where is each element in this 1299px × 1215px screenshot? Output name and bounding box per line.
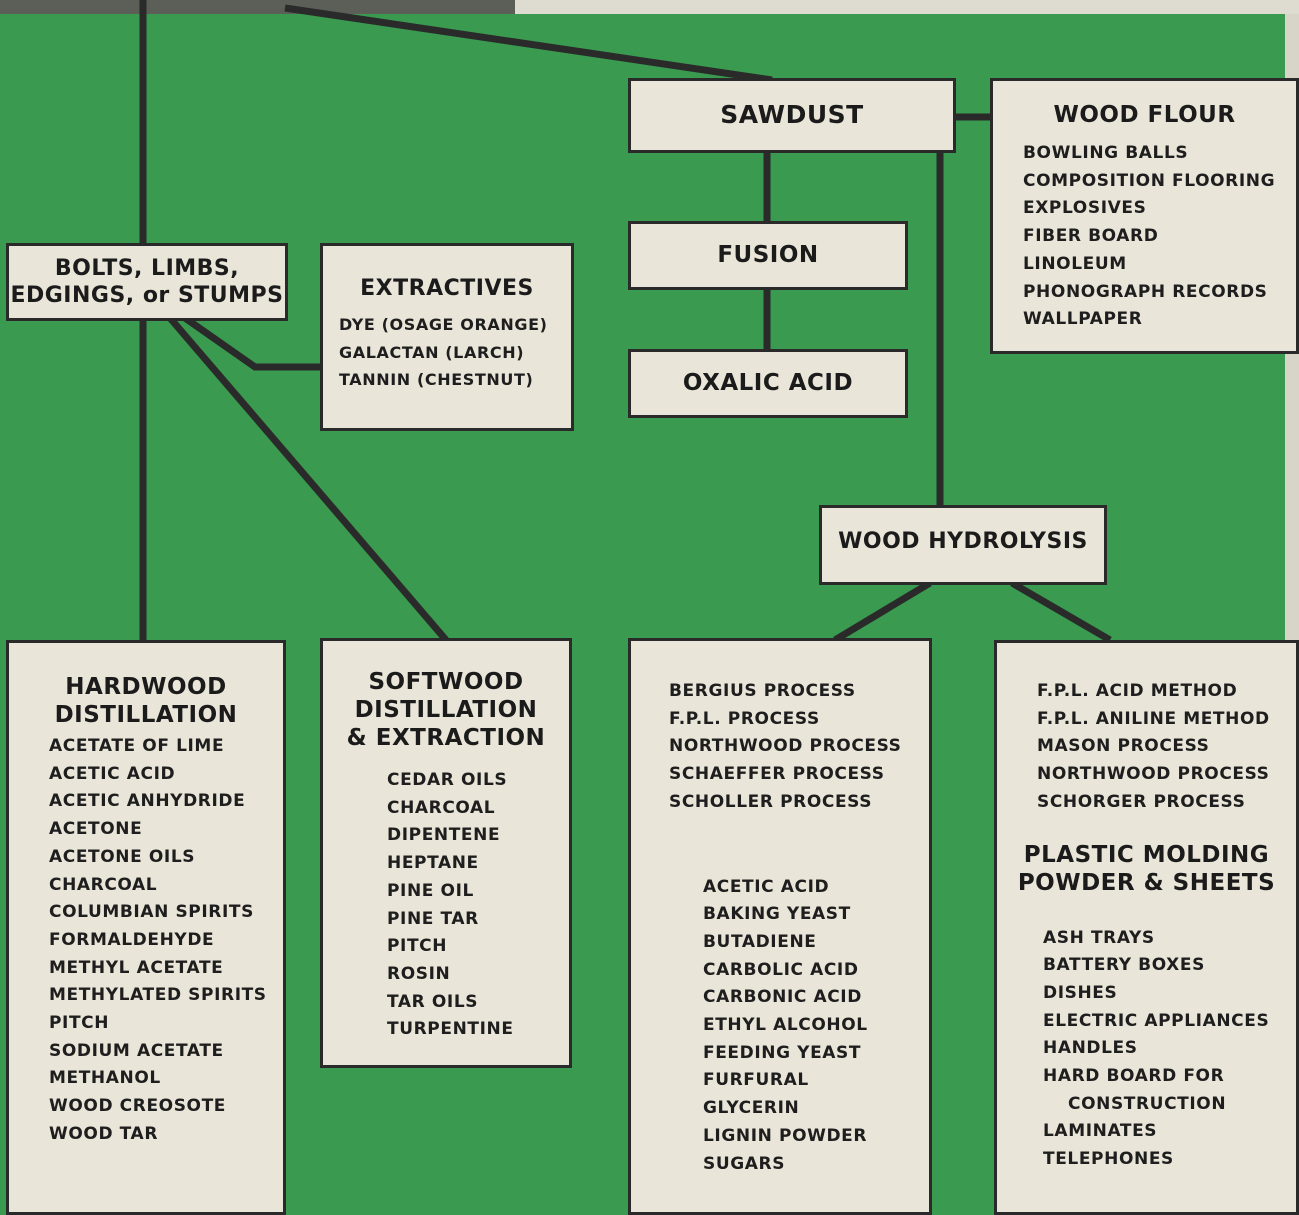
hydrolysis-right-box: F.P.L. ACID METHOD F.P.L. ANILINE METHOD… [994,640,1299,1215]
list-item: GLYCERIN [703,1098,800,1119]
list-item: HANDLES [1043,1038,1138,1059]
list-item: LINOLEUM [1023,253,1127,274]
list-item: METHYLATED SPIRITS [49,985,267,1006]
list-item: PITCH [387,936,448,957]
list-item: TANNIN (CHESTNUT) [339,370,534,390]
hardwood-distillation-box: HARDWOOD DISTILLATION ACETATE OF LIME AC… [6,640,286,1215]
list-item: METHYL ACETATE [49,957,224,978]
fusion-box: FUSION [628,221,908,290]
list-item: FURFURAL [703,1070,809,1091]
list-item: HARD BOARD FOR [1043,1066,1225,1087]
list-item: CHARCOAL [49,874,158,895]
list-item: WALLPAPER [1023,309,1143,330]
list-item: WOOD CREOSOTE [49,1096,227,1117]
list-item: EXPLOSIVES [1023,198,1147,219]
plastic-molding-title-line-2: POWDER & SHEETS [1017,869,1276,896]
list-item: CONSTRUCTION [1068,1093,1227,1114]
hydrolysis-right-processes: F.P.L. ACID METHOD F.P.L. ANILINE METHOD… [997,678,1296,817]
list-item: COMPOSITION FLOORING [1023,170,1276,191]
list-item: F.P.L. PROCESS [669,708,820,729]
oxalic-acid-box: OXALIC ACID [628,349,908,418]
hardwood-title-line-1: HARDWOOD [65,674,227,700]
list-item: ETHYL ALCOHOL [703,1015,868,1036]
list-item: ACETIC ACID [49,763,176,784]
list-item: SODIUM ACETATE [49,1040,224,1061]
list-item: METHANOL [49,1068,161,1089]
list-item: ACETIC ANHYDRIDE [49,791,246,812]
oxalic-acid-title: OXALIC ACID [682,370,854,396]
plastic-molding-title-line-1: PLASTIC MOLDING [1023,841,1270,868]
plastic-products-list: ASH TRAYS BATTERY BOXES DISHES ELECTRIC … [997,925,1296,1174]
list-item: MASON PROCESS [1037,736,1210,757]
wood-flour-title: WOOD FLOUR [1053,102,1236,128]
list-item: PINE TAR [387,908,479,929]
list-item: CARBOLIC ACID [703,959,859,980]
wood-flour-list: BOWLING BALLS COMPOSITION FLOORING EXPLO… [993,140,1296,334]
list-item: ELECTRIC APPLIANCES [1043,1010,1270,1031]
wood-hydrolysis-box: WOOD HYDROLYSIS [819,505,1107,585]
list-item: SCHOLLER PROCESS [669,791,873,812]
list-item: DISHES [1043,982,1118,1003]
list-item: F.P.L. ANILINE METHOD [1037,708,1270,729]
list-item: NORTHWOOD PROCESS [669,736,902,757]
bolts-title-line-1: BOLTS, LIMBS, [54,256,240,281]
list-item: PHONOGRAPH RECORDS [1023,281,1268,302]
list-item: SUGARS [703,1153,786,1174]
list-item: ACETONE OILS [49,846,196,867]
extractives-box: EXTRACTIVES DYE (OSAGE ORANGE) GALACTAN … [320,243,574,431]
list-item: BERGIUS PROCESS [669,681,856,701]
sawdust-box: SAWDUST [628,78,956,153]
list-item: FORMALDEHYDE [49,929,215,950]
list-item: PITCH [49,1013,110,1034]
bolts-title-line-2: EDGINGS, or STUMPS [10,283,284,308]
hardwood-products-list: ACETATE OF LIME ACETIC ACID ACETIC ANHYD… [9,733,283,1149]
list-item: HEPTANE [387,853,479,874]
extractives-title: EXTRACTIVES [360,276,534,301]
list-item: FIBER BOARD [1023,226,1159,247]
hydrolysis-left-processes: BERGIUS PROCESS F.P.L. PROCESS NORTHWOOD… [631,678,929,817]
list-item: ROSIN [387,963,451,984]
list-item: CARBONIC ACID [703,987,862,1008]
list-item: TAR OILS [387,991,479,1012]
hydrolysis-left-products: ACETIC ACID BAKING YEAST BUTADIENE CARBO… [631,874,929,1179]
list-item: TELEPHONES [1043,1149,1174,1170]
list-item: F.P.L. ACID METHOD [1037,681,1238,701]
list-item: FEEDING YEAST [703,1042,862,1063]
list-item: GALACTAN (LARCH) [339,342,525,362]
list-item: NORTHWOOD PROCESS [1037,764,1270,785]
list-item: CHARCOAL [387,797,496,818]
list-item: ASH TRAYS [1043,927,1155,948]
softwood-title-line-3: & EXTRACTION [346,725,546,751]
hardwood-title-line-2: DISTILLATION [54,702,238,728]
list-item: LAMINATES [1043,1121,1158,1142]
list-item: LIGNIN POWDER [703,1125,868,1146]
list-item: CEDAR OILS [387,770,508,790]
softwood-products-list: CEDAR OILS CHARCOAL DIPENTENE HEPTANE PI… [323,767,569,1044]
softwood-title-line-2: DISTILLATION [354,697,538,723]
wood-hydrolysis-title: WOOD HYDROLYSIS [838,529,1088,554]
list-item: BAKING YEAST [703,904,851,925]
list-item: TURPENTINE [387,1019,514,1040]
list-item: COLUMBIAN SPIRITS [49,902,254,923]
list-item: ACETATE OF LIME [49,736,225,756]
list-item: SCHORGER PROCESS [1037,791,1246,812]
softwood-distillation-box: SOFTWOOD DISTILLATION & EXTRACTION CEDAR… [320,638,572,1068]
sawdust-title: SAWDUST [720,100,864,129]
wood-flour-box: WOOD FLOUR BOWLING BALLS COMPOSITION FLO… [990,78,1299,354]
extractives-list: DYE (OSAGE ORANGE) GALACTAN (LARCH) TANN… [323,311,571,394]
list-item: BATTERY BOXES [1043,955,1205,976]
list-item: PINE OIL [387,880,474,901]
list-item: BUTADIENE [703,931,817,952]
softwood-title-line-1: SOFTWOOD [368,669,524,695]
list-item: DIPENTENE [387,825,501,846]
list-item: BOWLING BALLS [1023,143,1189,163]
list-item: WOOD TAR [49,1123,159,1144]
hydrolysis-left-box: BERGIUS PROCESS F.P.L. PROCESS NORTHWOOD… [628,638,932,1215]
list-item: ACETONE [49,819,143,840]
list-item: SCHAEFFER PROCESS [669,764,885,785]
bolts-limbs-box: BOLTS, LIMBS, EDGINGS, or STUMPS [6,243,288,321]
list-item: ACETIC ACID [703,876,830,897]
list-item: DYE (OSAGE ORANGE) [339,315,548,334]
fusion-title: FUSION [717,242,819,268]
